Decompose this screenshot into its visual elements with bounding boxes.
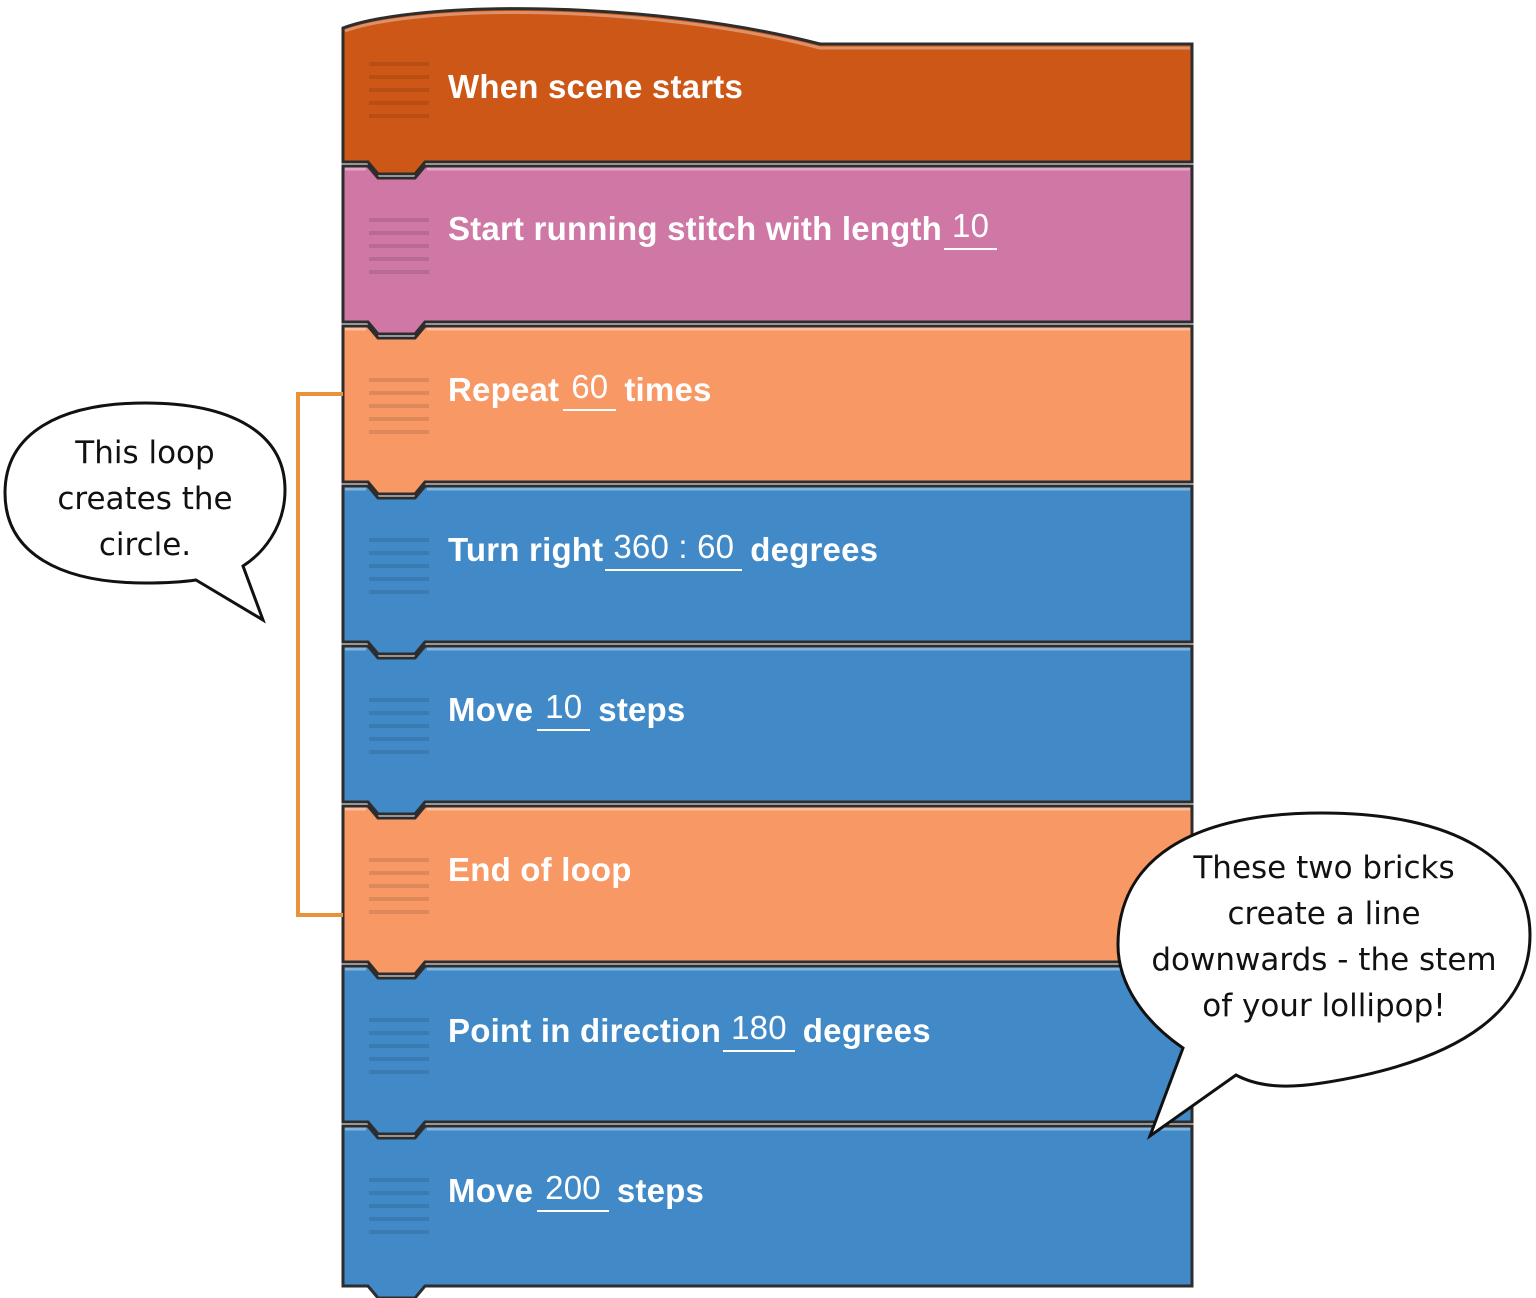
brick-label: Move [448, 691, 534, 728]
drag-handle-grip [369, 711, 429, 715]
drag-handle-grip [369, 1057, 429, 1061]
drag-handle-grip [369, 750, 429, 754]
brick-label: Start running stitch with length [448, 210, 943, 247]
repeat-count-input[interactable]: 60 [563, 369, 617, 411]
brick-start-running-stitch[interactable]: Start running stitch with length 10 [448, 199, 1005, 259]
brick-shape-0[interactable] [341, 7, 1194, 176]
brick-shape-4[interactable] [341, 644, 1194, 816]
drag-handle-grip [369, 257, 429, 261]
drag-handle-grip [369, 244, 429, 248]
brick-suffix: degrees [750, 531, 879, 568]
brick-suffix: steps [598, 691, 686, 728]
move-steps-input[interactable]: 10 [537, 689, 591, 731]
drag-handle-grip [369, 75, 429, 79]
brick-shape-1[interactable] [341, 164, 1194, 336]
drag-handle-grip [369, 391, 429, 395]
drag-handle-grip [369, 564, 429, 568]
brick-end-of-loop[interactable]: End of loop [448, 840, 632, 900]
drag-handle-grip [369, 858, 429, 862]
callout-line: This loop [75, 435, 215, 471]
brick-shape-7[interactable] [341, 1124, 1194, 1298]
brick-suffix: times [624, 371, 712, 408]
drag-handle-grip [369, 430, 429, 434]
brick-when-scene-starts[interactable]: When scene starts [448, 57, 743, 117]
drag-handle-grip [369, 724, 429, 728]
drag-handle-grip [369, 1217, 429, 1221]
drag-handle-grip [369, 270, 429, 274]
right-speech-bubble [1116, 811, 1532, 1141]
brick-label: Turn right [448, 531, 604, 568]
drag-handle-grip [369, 1031, 429, 1035]
callout-line: circle. [98, 527, 192, 563]
brick-turn-right[interactable]: Turn right 360 : 60 degrees [448, 520, 878, 580]
drag-handle-grip [369, 871, 429, 875]
direction-degrees-input[interactable]: 180 [723, 1010, 795, 1052]
brick-label: Repeat [448, 371, 560, 408]
loop-bracket [296, 392, 343, 917]
brick-suffix: degrees [802, 1012, 931, 1049]
brick-shape-3[interactable] [341, 484, 1194, 656]
drag-handle-grip [369, 114, 429, 118]
brick-shape-2[interactable] [341, 324, 1194, 496]
drag-handle-grip [369, 884, 429, 888]
drag-handle-grip [369, 1070, 429, 1074]
brick-label: Move [448, 1172, 534, 1209]
drag-handle-grip [369, 1204, 429, 1208]
drag-handle-grip [369, 538, 429, 542]
drag-handle-grip [369, 910, 429, 914]
callout-line: These two bricks [1193, 850, 1455, 886]
brick-highlight [344, 10, 1190, 50]
drag-handle-grip [369, 698, 429, 702]
callout-line: downwards - the stem [1151, 942, 1497, 978]
drag-handle-grip [369, 737, 429, 741]
drag-handle-grip [369, 590, 429, 594]
drag-handle-grip [369, 1230, 429, 1234]
left-callout-text: This loop creates the circle. [20, 430, 270, 568]
stitch-length-input[interactable]: 10 [944, 208, 998, 250]
drag-handle-grip [369, 404, 429, 408]
brick-point-in-direction[interactable]: Point in direction 180 degrees [448, 1001, 931, 1061]
right-callout-text: These two bricks create a line downwards… [1128, 845, 1520, 1029]
drag-handle-grip [369, 897, 429, 901]
callout-line: creates the [57, 481, 233, 517]
drag-handle-grip [369, 218, 429, 222]
turn-degrees-input[interactable]: 360 : 60 [605, 529, 743, 571]
drag-handle-grip [369, 1018, 429, 1022]
brick-label: When scene starts [448, 68, 744, 105]
brick-label: Point in direction [448, 1012, 722, 1049]
brick-move-200[interactable]: Move 200 steps [448, 1161, 704, 1221]
brick-suffix: steps [616, 1172, 705, 1209]
drag-handle-grip [369, 577, 429, 581]
brick-label: End of loop [448, 851, 632, 888]
brick-repeat[interactable]: Repeat 60 times [448, 360, 712, 420]
drag-handle-grip [369, 1178, 429, 1182]
drag-handle-grip [369, 231, 429, 235]
callout-line: of your lollipop! [1202, 988, 1446, 1024]
drag-handle-grip [369, 551, 429, 555]
callout-line: create a line [1227, 896, 1421, 932]
drag-handle-grip [369, 1191, 429, 1195]
left-speech-bubble [3, 401, 287, 624]
drag-handle-grip [369, 1044, 429, 1048]
drag-handle-grip [369, 417, 429, 421]
drag-handle-grip [369, 378, 429, 382]
brick-move-10[interactable]: Move 10 steps [448, 680, 685, 740]
drag-handle-grip [369, 101, 429, 105]
drag-handle-grip [369, 88, 429, 92]
drag-handle-grip [369, 62, 429, 66]
move-steps-input[interactable]: 200 [537, 1170, 609, 1212]
